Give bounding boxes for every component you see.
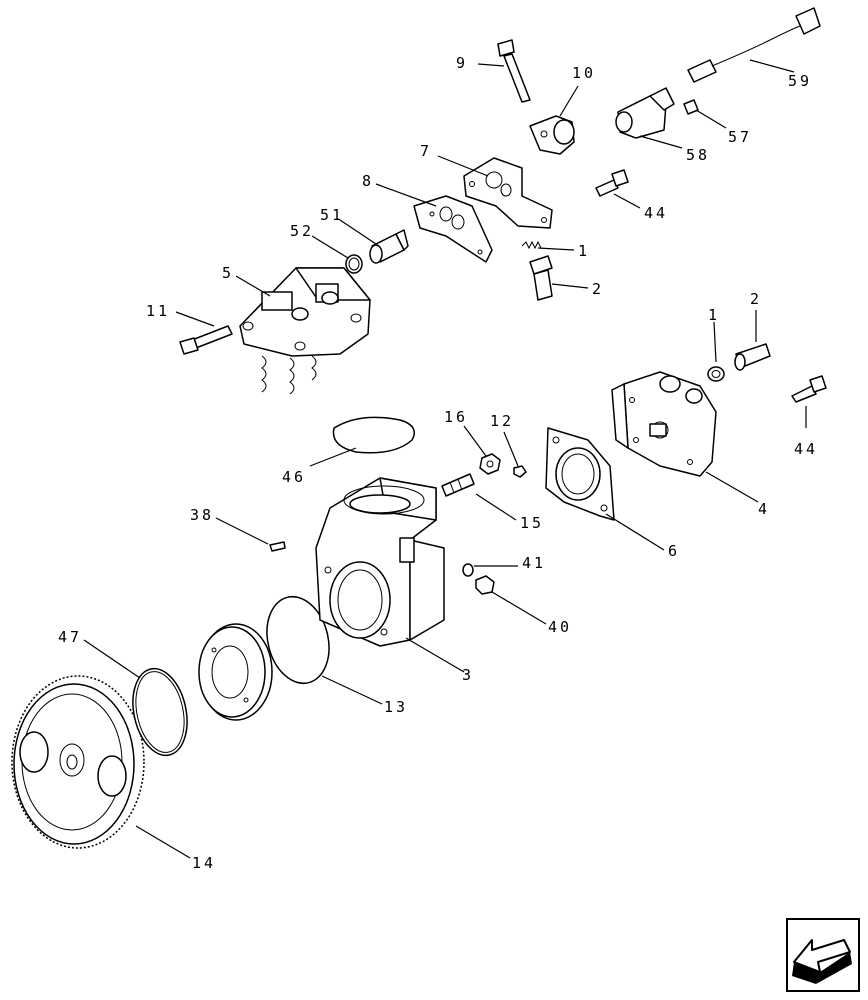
callout-44-top: 44 (644, 204, 668, 222)
part-3-housing[interactable] (315, 477, 445, 647)
part-59-harness[interactable] (687, 7, 821, 83)
part-51-valve[interactable] (369, 229, 409, 264)
callout-5: 5 (222, 264, 234, 282)
callout-59: 59 (788, 72, 812, 90)
part-13-seal[interactable] (258, 590, 338, 690)
part-14-gear[interactable] (11, 675, 145, 849)
part-2-fitting-top[interactable] (529, 255, 553, 301)
callout-16: 16 (444, 408, 468, 426)
callout-44-right: 44 (794, 440, 818, 458)
callout-1-right: 1 (708, 306, 720, 324)
part-46-gasket[interactable] (332, 416, 415, 454)
leader-lines (83, 59, 807, 859)
part-2-fitting-right[interactable] (734, 343, 771, 371)
part-15-stud[interactable] (441, 473, 475, 497)
callout-9: 9 (456, 54, 468, 72)
part-10-sensor-block[interactable] (529, 115, 575, 155)
part-9-bolt[interactable] (497, 39, 531, 103)
callout-2-right: 2 (750, 290, 762, 308)
callout-4: 4 (758, 500, 770, 518)
callout-1-top: 1 (578, 242, 590, 260)
callout-2-top: 2 (592, 280, 604, 298)
part-12-small-nut[interactable] (513, 465, 527, 478)
callout-6: 6 (668, 542, 680, 560)
part-5-head[interactable] (239, 267, 371, 395)
part-41-o-ring[interactable] (462, 563, 474, 577)
part-47-o-ring[interactable] (125, 664, 194, 761)
callout-13: 13 (384, 698, 408, 716)
part-4-pump-cover[interactable] (611, 371, 717, 477)
part-16-nut[interactable] (479, 453, 501, 475)
part-52-o-ring[interactable] (345, 254, 363, 274)
callout-14: 14 (192, 854, 216, 872)
part-6-gasket-plate[interactable] (545, 427, 615, 521)
arrow-navigation-icon (786, 918, 860, 992)
callout-11: 11 (146, 302, 170, 320)
part-44-bolt-right[interactable] (791, 375, 827, 403)
callout-57: 57 (728, 128, 752, 146)
callout-12: 12 (490, 412, 514, 430)
callout-10: 10 (572, 64, 596, 82)
part-58-solenoid[interactable] (615, 87, 675, 139)
part-44-bolt-top[interactable] (595, 169, 629, 197)
callout-7: 7 (420, 142, 432, 160)
part-40-plug[interactable] (475, 575, 495, 595)
part-11-bolt[interactable] (179, 325, 233, 355)
callout-3: 3 (462, 666, 474, 684)
part-1-washer-right[interactable] (707, 366, 725, 382)
callout-8: 8 (362, 172, 374, 190)
part-8-plate[interactable] (413, 195, 493, 263)
callout-58: 58 (686, 146, 710, 164)
callout-46: 46 (282, 468, 306, 486)
part-38-pin[interactable] (269, 541, 286, 552)
callout-40: 40 (548, 618, 572, 636)
callout-51: 51 (320, 206, 344, 224)
callout-47: 47 (58, 628, 82, 646)
callout-52: 52 (290, 222, 314, 240)
navigation-arrow-button[interactable] (786, 918, 860, 992)
callout-labels: 9 10 59 57 58 7 8 44 51 52 1 2 5 11 1 2 … (58, 54, 818, 872)
callout-15: 15 (520, 514, 544, 532)
callout-38: 38 (190, 506, 214, 524)
callout-41: 41 (522, 554, 546, 572)
part-57-screw[interactable] (683, 99, 699, 115)
thrust-plate[interactable] (198, 623, 273, 721)
part-1-spring-top[interactable] (521, 240, 542, 250)
